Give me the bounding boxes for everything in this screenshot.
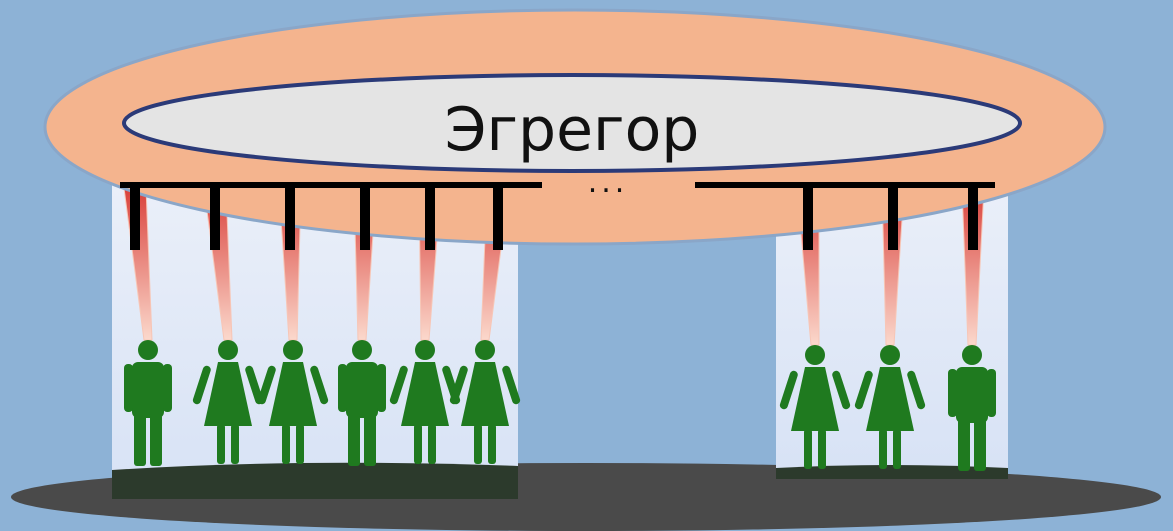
egregor-inner-ellipse [122,73,1022,173]
connector-stem [360,186,370,250]
person-figure-female [449,340,521,464]
connector-stem [425,186,435,250]
connector-stem [803,186,813,250]
people-figures [124,340,996,471]
connector-bar-left [120,182,542,188]
person-figure-female [779,345,851,469]
connector-stem [130,186,140,250]
connector-ellipsis: ... [588,165,629,200]
connector-stem [888,186,898,250]
connector-bar-right [695,182,995,188]
person-figure-female [192,340,264,464]
connector-stem [968,186,978,250]
person-figure-female [854,345,926,469]
person-figure-male [948,345,996,471]
connector-bars [120,182,995,188]
connector-stems [130,186,978,250]
person-figure-female [257,340,329,464]
connector-stem [285,186,295,250]
person-figure-female [389,340,461,464]
connector-stem [210,186,220,250]
egregor-title: Эгрегор [445,95,700,165]
person-figure-male [338,340,386,466]
connector-stem [493,186,503,250]
person-figure-male [124,340,172,466]
